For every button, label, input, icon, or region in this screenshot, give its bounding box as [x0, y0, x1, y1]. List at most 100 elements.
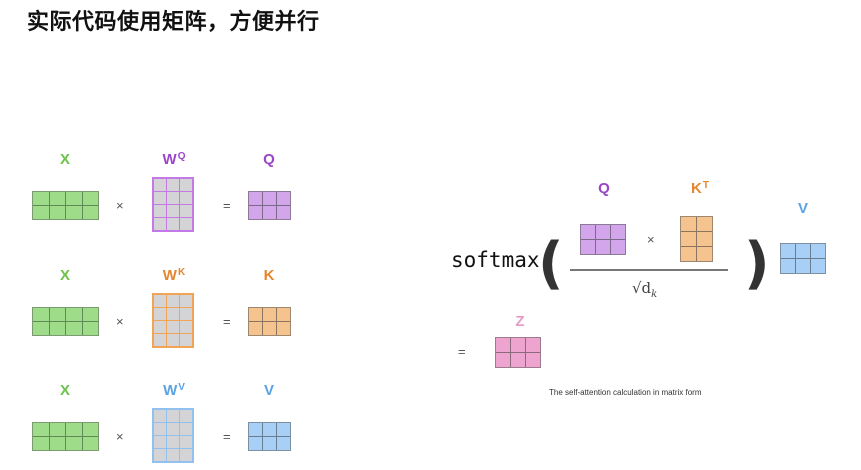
k-matrix [248, 307, 291, 336]
matrix-cell [167, 295, 179, 307]
matrix-cell [66, 206, 82, 219]
x-label-v-row: X [59, 382, 70, 399]
x-label-q-row: X [59, 151, 70, 168]
matrix-cell [781, 259, 795, 273]
matrix-cell [526, 338, 540, 352]
matrix-cell [82, 308, 98, 321]
open-paren: ( [538, 231, 564, 296]
matrix-cell [277, 308, 290, 321]
matrix-cell [154, 295, 166, 307]
matrix-cell [154, 321, 166, 333]
matrix-cell [167, 321, 179, 333]
matrix-cell [611, 225, 625, 239]
matrix-cell [596, 240, 610, 254]
x-label-k-row: X [59, 267, 70, 284]
formula-kt-label: KT [680, 180, 720, 197]
matrix-cell [596, 225, 610, 239]
matrix-cell [154, 218, 166, 230]
matrix-cell [581, 240, 595, 254]
formula-times-sign: × [647, 232, 655, 247]
matrix-cell [249, 423, 262, 436]
wk-label: WK [150, 267, 198, 284]
matrix-cell [33, 192, 49, 205]
equals-sign: = [223, 198, 231, 213]
matrix-cell [82, 192, 98, 205]
matrix-cell [277, 192, 290, 205]
matrix-cell [167, 410, 179, 422]
matrix-cell [167, 423, 179, 435]
matrix-cell [811, 244, 825, 258]
matrix-cell [263, 322, 276, 335]
v-matrix [248, 422, 291, 451]
matrix-cell [526, 353, 540, 367]
sqrt-d: √d [632, 279, 652, 297]
wq-label: WQ [150, 151, 198, 168]
matrix-cell [249, 308, 262, 321]
matrix-cell [496, 338, 510, 352]
v-label: V [263, 382, 274, 399]
matrix-cell [249, 437, 262, 450]
matrix-cell [249, 206, 262, 219]
formula-v-label: V [797, 200, 808, 217]
x-matrix-q-row [32, 191, 99, 220]
matrix-cell [66, 308, 82, 321]
formula-v-matrix [780, 243, 826, 274]
matrix-cell [167, 449, 179, 461]
matrix-cell [154, 436, 166, 448]
matrix-cell [180, 218, 192, 230]
sqrt-subscript: k [651, 289, 658, 300]
fraction-bar [570, 269, 728, 271]
transpose-superscript: T [702, 180, 709, 191]
matrix-cell [154, 410, 166, 422]
z-label: Z [515, 313, 525, 330]
w-superscript: V [178, 382, 185, 393]
times-sign: × [116, 314, 124, 329]
x-matrix-v-row [32, 422, 99, 451]
matrix-cell [167, 218, 179, 230]
matrix-cell [154, 308, 166, 320]
x-matrix-k-row [32, 307, 99, 336]
matrix-cell [180, 423, 192, 435]
matrix-cell [66, 437, 82, 450]
matrix-cell [33, 423, 49, 436]
matrix-cell [681, 217, 696, 231]
matrix-cell [154, 179, 166, 191]
matrix-cell [154, 449, 166, 461]
wv-label: WV [150, 382, 198, 399]
z-matrix [495, 337, 541, 368]
matrix-cell [781, 244, 795, 258]
w-superscript: Q [177, 151, 186, 162]
matrix-cell [697, 247, 712, 261]
formula-q-label: Q [598, 180, 610, 197]
matrix-cell [811, 259, 825, 273]
matrix-cell [180, 192, 192, 204]
formula-q-matrix [580, 224, 626, 255]
matrix-cell [180, 321, 192, 333]
matrix-cell [611, 240, 625, 254]
formula-kt-matrix [680, 216, 713, 262]
matrix-cell [180, 449, 192, 461]
matrix-cell [49, 192, 65, 205]
matrix-cell [277, 423, 290, 436]
matrix-cell [681, 247, 696, 261]
matrix-cell [180, 334, 192, 346]
matrix-cell [180, 436, 192, 448]
softmax-function: softmax [451, 248, 540, 272]
matrix-cell [681, 232, 696, 246]
matrix-cell [33, 308, 49, 321]
matrix-cell [66, 423, 82, 436]
w-text: W [162, 151, 177, 168]
matrix-cell [154, 423, 166, 435]
matrix-cell [82, 423, 98, 436]
caption: The self-attention calculation in matrix… [549, 388, 702, 397]
matrix-cell [154, 205, 166, 217]
formula-equals-sign: = [458, 344, 466, 359]
matrix-cell [496, 353, 510, 367]
matrix-cell [277, 322, 290, 335]
matrix-cell [180, 179, 192, 191]
matrix-cell [167, 192, 179, 204]
matrix-cell [82, 206, 98, 219]
matrix-cell [49, 206, 65, 219]
matrix-cell [263, 206, 276, 219]
matrix-cell [180, 410, 192, 422]
